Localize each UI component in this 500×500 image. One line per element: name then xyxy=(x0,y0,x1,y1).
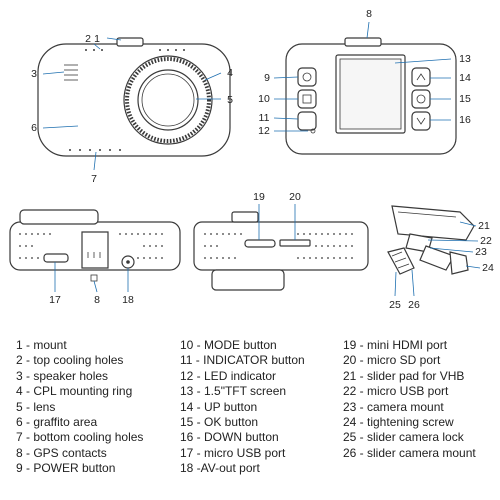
legend-item: 24 - tightening screw xyxy=(343,415,454,430)
callout-25: 25 xyxy=(389,299,401,311)
legend-item: 8 - GPS contacts xyxy=(16,445,107,460)
legend-item: 17 - micro USB port xyxy=(180,445,286,460)
legend-item: 5 - lens xyxy=(16,399,56,414)
callout-19: 19 xyxy=(253,191,265,203)
back-view xyxy=(285,37,457,155)
legend-item: 18 -AV-out port xyxy=(180,461,260,476)
legend-column-3: 19 - mini HDMI port 20 - micro SD port 2… xyxy=(343,338,500,461)
legend-item: 10 - MODE button xyxy=(180,338,277,352)
callout-26: 26 xyxy=(408,299,420,311)
legend-item: 23 - camera mount xyxy=(343,399,444,414)
callout-11: 11 xyxy=(259,112,270,124)
callout-8-top: 8 xyxy=(366,8,372,20)
callout-20: 20 xyxy=(289,191,301,203)
legend-item: 22 - micro USB port xyxy=(343,384,449,399)
legend-item: 2 - top cooling holes xyxy=(16,353,124,368)
legend-item: 15 - OK button xyxy=(180,415,259,430)
callout-3: 3 xyxy=(31,68,37,80)
legend-item: 3 - speaker holes xyxy=(16,368,109,383)
mode-icon xyxy=(297,89,317,109)
legend-item: 11 - INDICATOR button xyxy=(180,353,305,368)
bottom-view xyxy=(9,209,181,282)
legend-column-2: 10 - MODE button 11 - INDICATOR button 1… xyxy=(180,338,345,477)
legend-item: 14 - UP button xyxy=(180,399,258,414)
legend-item: 21 - slider pad for VHB xyxy=(343,368,465,383)
callout-22: 22 xyxy=(480,235,492,247)
legend-item: 26 - slider camera mount xyxy=(343,445,476,460)
parts-legend: 1 - mount 2 - top cooling holes 3 - spea… xyxy=(0,338,500,500)
callout-14: 14 xyxy=(459,72,471,84)
callout-17: 17 xyxy=(49,294,61,306)
callout-6: 6 xyxy=(31,122,37,134)
callout-13: 13 xyxy=(459,53,471,65)
legend-item: 6 - graffito area xyxy=(16,415,98,430)
mount-view xyxy=(387,205,475,275)
legend-item: 25 - slider camera lock xyxy=(343,430,464,445)
callout-1: 1 xyxy=(94,33,100,45)
callout-16: 16 xyxy=(459,114,471,126)
callout-21: 21 xyxy=(478,220,490,232)
legend-item: 20 - micro SD port xyxy=(343,353,441,368)
legend-item: 9 - POWER button xyxy=(16,461,116,476)
power-icon xyxy=(297,67,317,87)
callout-9: 9 xyxy=(264,72,270,84)
legend-item: 12 - LED indicator xyxy=(180,368,277,383)
callout-18: 18 xyxy=(122,294,134,306)
legend-item: 19 - mini HDMI port xyxy=(343,338,448,352)
legend-item: 16 - DOWN button xyxy=(180,430,279,445)
legend-column-1: 1 - mount 2 - top cooling holes 3 - spea… xyxy=(16,338,186,477)
front-view xyxy=(37,37,231,157)
down-icon xyxy=(411,111,431,131)
callout-8-bottom: 8 xyxy=(94,294,100,306)
indicator-icon xyxy=(297,111,317,131)
callout-23: 23 xyxy=(475,246,487,258)
callout-2: 2 xyxy=(85,33,91,45)
callout-4: 4 xyxy=(227,67,233,79)
callout-12: 12 xyxy=(258,125,270,137)
legend-item: 4 - CPL mounting ring xyxy=(16,384,133,399)
callout-24: 24 xyxy=(482,262,494,274)
callout-numbers: 1 2 3 4 5 6 7 8 9 10 11 12 13 14 15 16 1… xyxy=(31,8,494,311)
camera-diagram: 1 2 3 4 5 6 7 8 9 10 11 12 13 14 15 16 1… xyxy=(9,8,494,311)
up-icon xyxy=(411,67,431,87)
callout-5: 5 xyxy=(227,94,233,106)
side-view xyxy=(193,211,369,291)
leader-lines xyxy=(42,21,481,297)
callout-10: 10 xyxy=(258,93,270,105)
legend-item: 13 - 1.5"TFT screen xyxy=(180,384,287,399)
legend-item: 7 - bottom cooling holes xyxy=(16,430,144,445)
legend-item: 1 - mount xyxy=(16,338,67,352)
ok-icon xyxy=(411,89,431,109)
callout-15: 15 xyxy=(459,93,471,105)
callout-7: 7 xyxy=(91,173,97,185)
